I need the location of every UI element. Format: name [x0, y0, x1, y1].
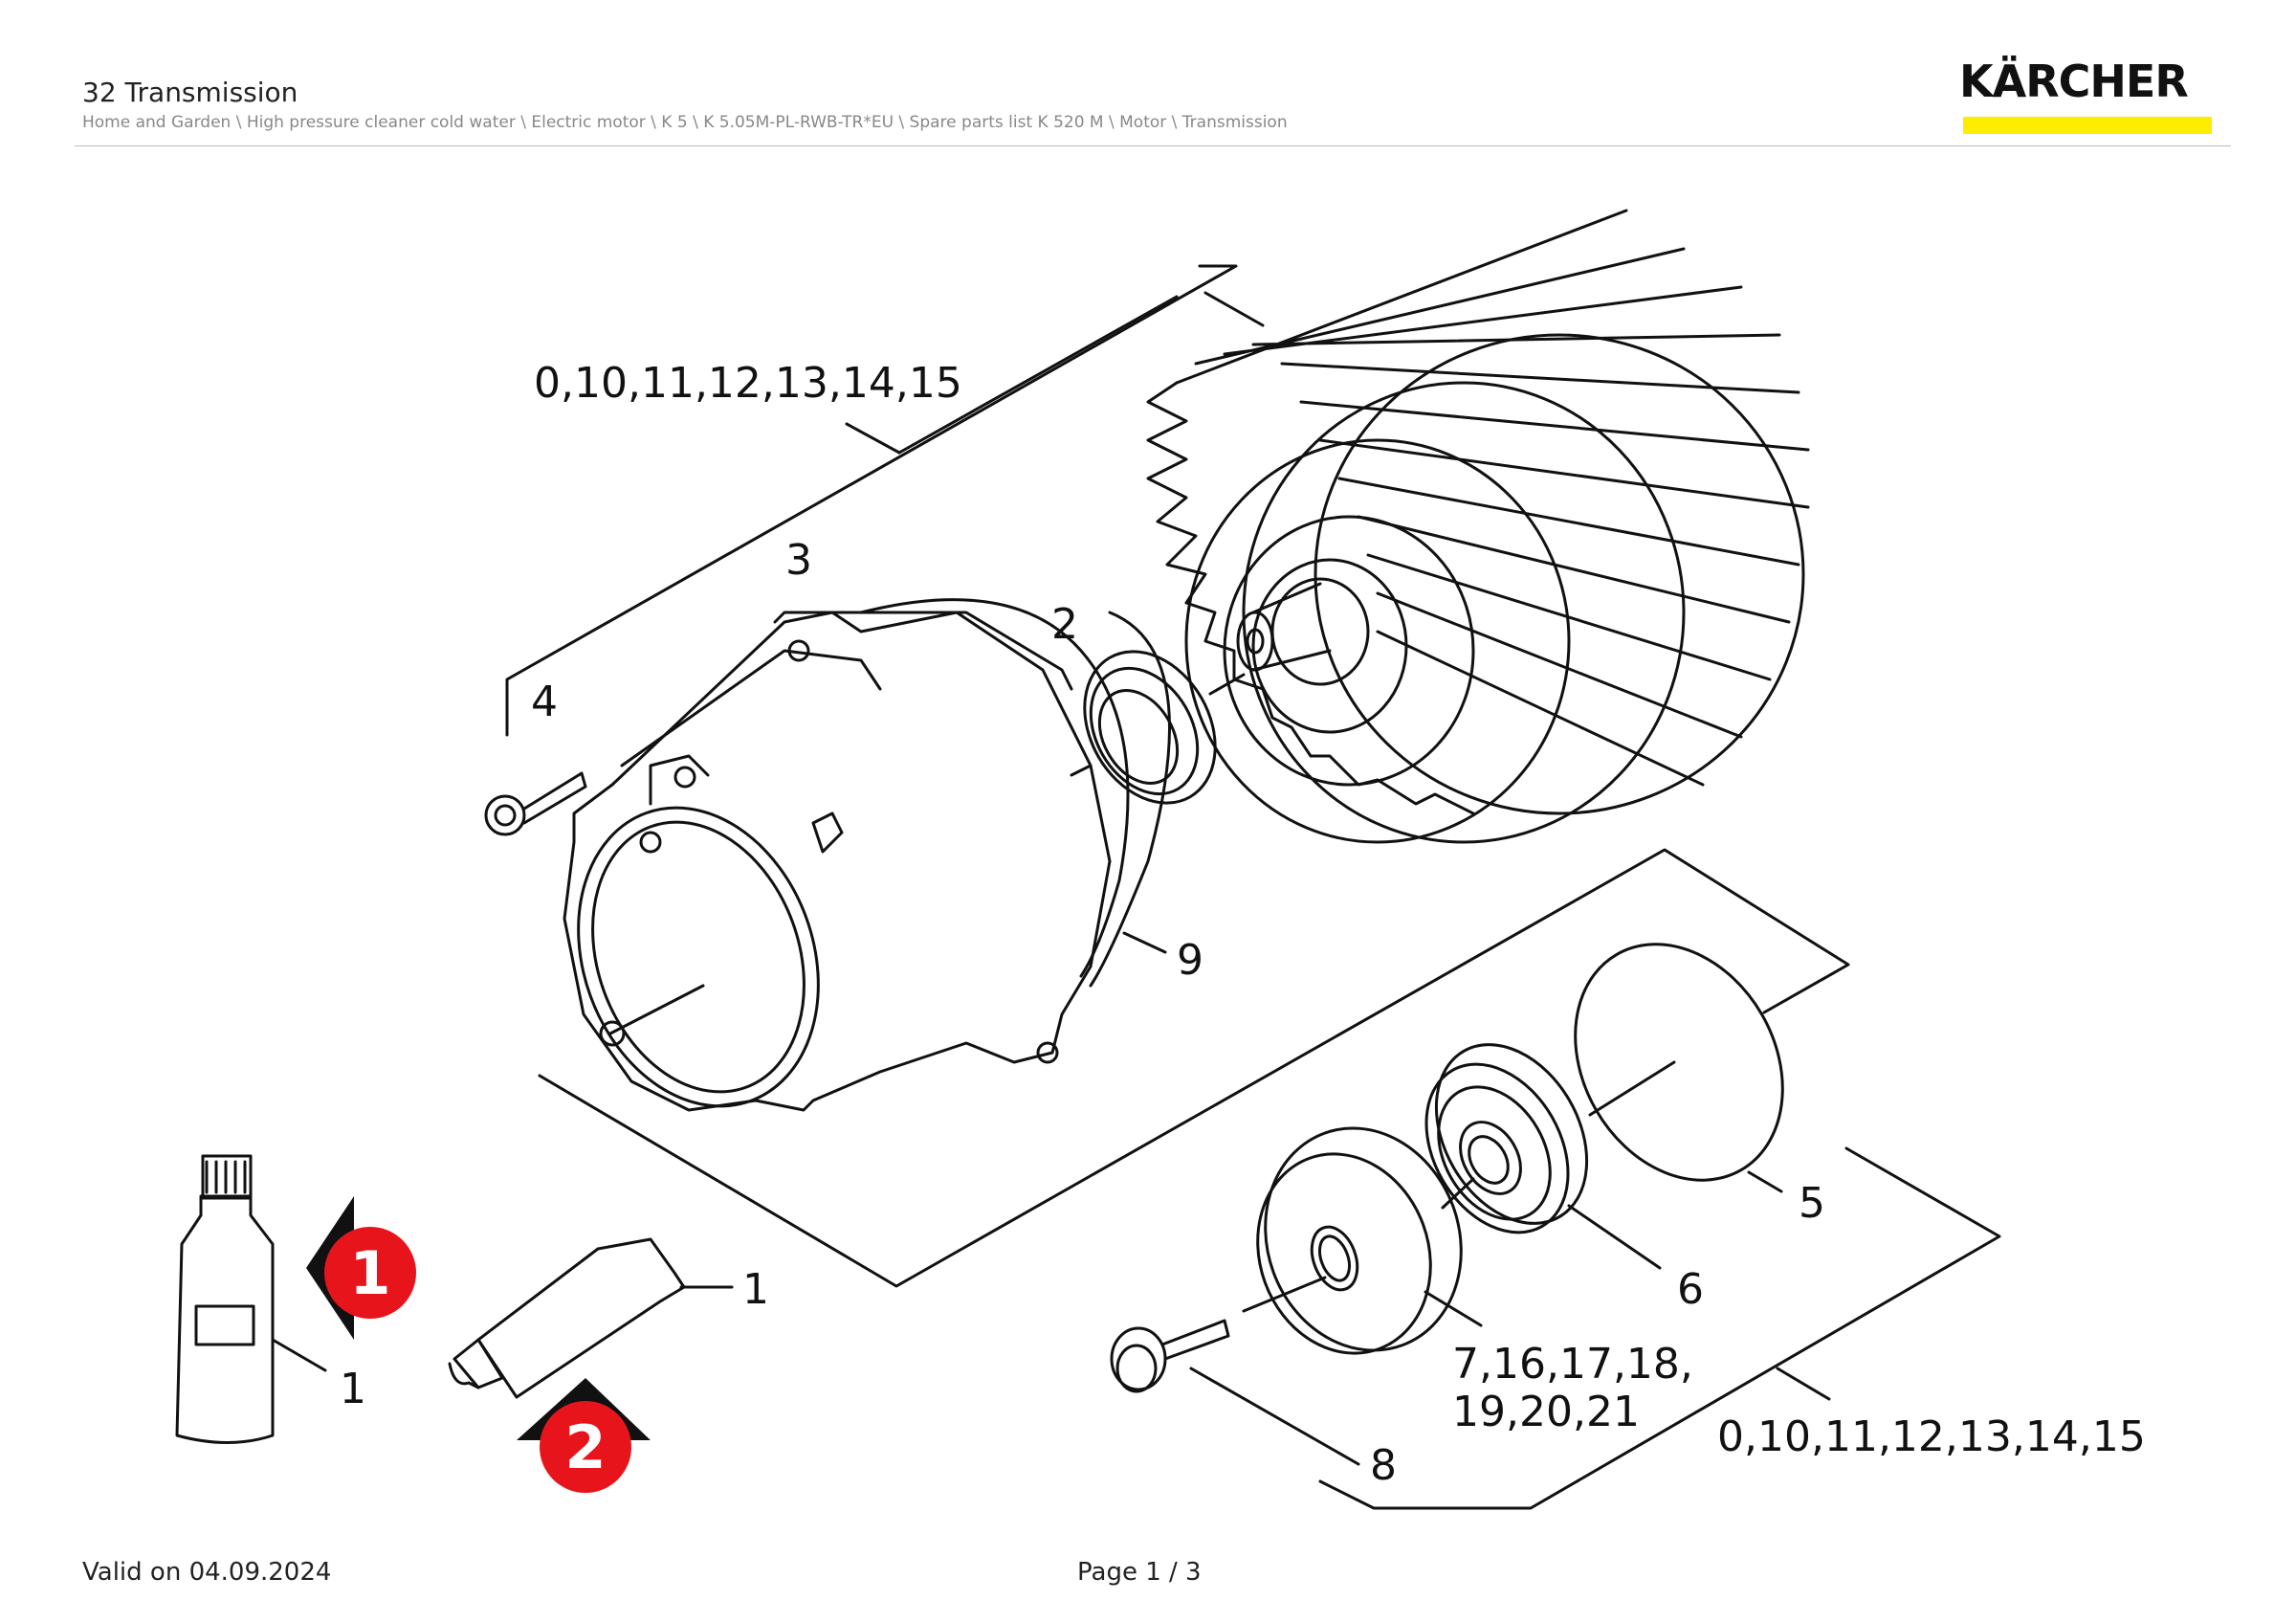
screw-left	[484, 771, 587, 836]
logo-yellow-bar	[1963, 117, 2212, 134]
group-bracket-bottom	[1318, 1146, 2001, 1510]
callout-6: 6	[1677, 1265, 1704, 1314]
karcher-logo: KÄRCHER	[1959, 59, 2212, 103]
badge-1-bottle: 1	[306, 1196, 416, 1340]
breadcrumb: Home and Garden \ High pressure cleaner …	[82, 113, 1288, 132]
callout-7-line1: 7,16,17,18,	[1452, 1340, 1693, 1389]
group-bracket-housing	[538, 848, 1850, 1288]
callout-5: 5	[1799, 1179, 1825, 1228]
oil-bottle	[175, 1154, 327, 1444]
o-ring-large	[859, 598, 1167, 978]
svg-text:1: 1	[349, 1238, 390, 1308]
callout-group-top: 0,10,11,12,13,14,15	[534, 359, 962, 408]
logo-text: KÄRCHER	[1959, 56, 2189, 107]
header-divider	[75, 145, 2231, 146]
motor-stator	[1146, 209, 1810, 844]
o-ring-right	[1574, 943, 1784, 1193]
grease-tube	[448, 1237, 734, 1399]
callout-3: 3	[785, 536, 812, 585]
ball-bearing	[1424, 1043, 1662, 1270]
svg-text:2: 2	[564, 1412, 606, 1482]
callout-9: 9	[1177, 936, 1203, 985]
valid-date: Valid on 04.09.2024	[82, 1558, 332, 1587]
shaft-seal-ring	[1070, 650, 1246, 805]
callout-7-line2: 19,20,21	[1452, 1388, 1640, 1436]
badge-2-tube: 2	[517, 1378, 651, 1493]
transmission-housing	[563, 611, 1171, 1112]
screw-bottom	[1110, 1276, 1360, 1466]
bearing-flange	[1256, 1126, 1483, 1355]
callout-1-tube: 1	[742, 1265, 769, 1314]
group-bracket-top	[505, 264, 1265, 737]
callout-4: 4	[531, 678, 558, 726]
page-number: Page 1 / 3	[1077, 1558, 1202, 1587]
callout-1-bottle: 1	[340, 1365, 366, 1413]
callout-8: 8	[1370, 1441, 1397, 1490]
page-title: 32 Transmission	[82, 77, 298, 108]
callout-group-bottom: 0,10,11,12,13,14,15	[1717, 1412, 2146, 1461]
callout-2: 2	[1051, 600, 1078, 649]
